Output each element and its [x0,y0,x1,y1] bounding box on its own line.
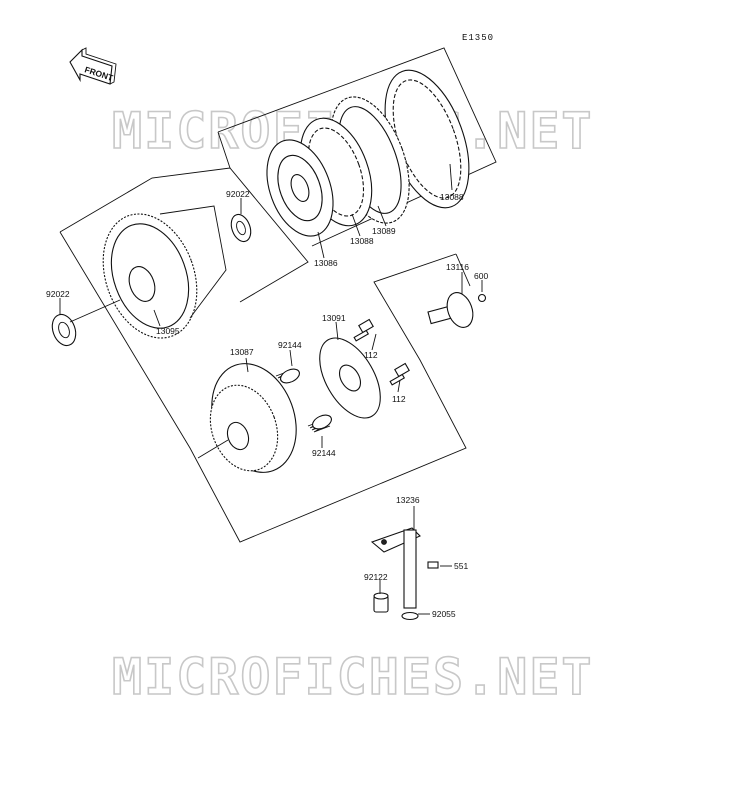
spring-upper-part [275,368,300,384]
group-box-lines [59,47,497,543]
part-label-13087: 13087 [230,347,254,357]
diagram-code: E1350 [462,33,494,43]
clutch-housing-part [102,205,227,339]
part-label-600: 600 [474,271,488,281]
leader-lines [59,163,483,615]
pin-part [427,561,439,569]
bolt-upper-part [353,318,374,342]
washer-lower-part [51,313,77,347]
watermark-bottom: MICROFICHES.NET [112,648,594,706]
spring-plate-part [319,337,381,419]
ball-part [477,293,487,303]
part-label-92022-upper: 92022 [226,189,250,199]
spring-lower-part [307,414,332,433]
part-label-112-lower: 112 [392,394,406,404]
part-label-13095: 13095 [156,326,180,336]
clutch-hub-part [197,363,297,473]
push-rod-part [427,292,474,328]
part-label-13116: 13116 [446,262,469,272]
washer-upper-part [230,213,252,243]
part-label-13089: 13089 [372,226,396,236]
part-label-112-upper: 112 [364,350,378,360]
part-label-92144-lower: 92144 [312,448,336,458]
oil-seal-part [373,592,389,613]
part-label-13236: 13236 [396,495,420,505]
part-label-92055: 92055 [432,609,456,619]
part-label-92122: 92122 [364,572,388,582]
part-label-13086: 13086 [314,258,338,268]
part-label-92144-upper: 92144 [278,340,302,350]
pressure-plate-part [266,139,334,237]
part-label-13091: 13091 [322,313,346,323]
part-label-551: 551 [454,561,468,571]
front-arrow-icon: FRONT [69,47,117,85]
part-label-13088-outer: 13088 [440,192,464,202]
part-label-92022-lower: 92022 [46,289,70,299]
part-label-13088-inner: 13088 [350,236,374,246]
bolt-lower-part [389,362,410,386]
release-shaft-part [370,527,421,609]
circlip-part [401,611,419,621]
